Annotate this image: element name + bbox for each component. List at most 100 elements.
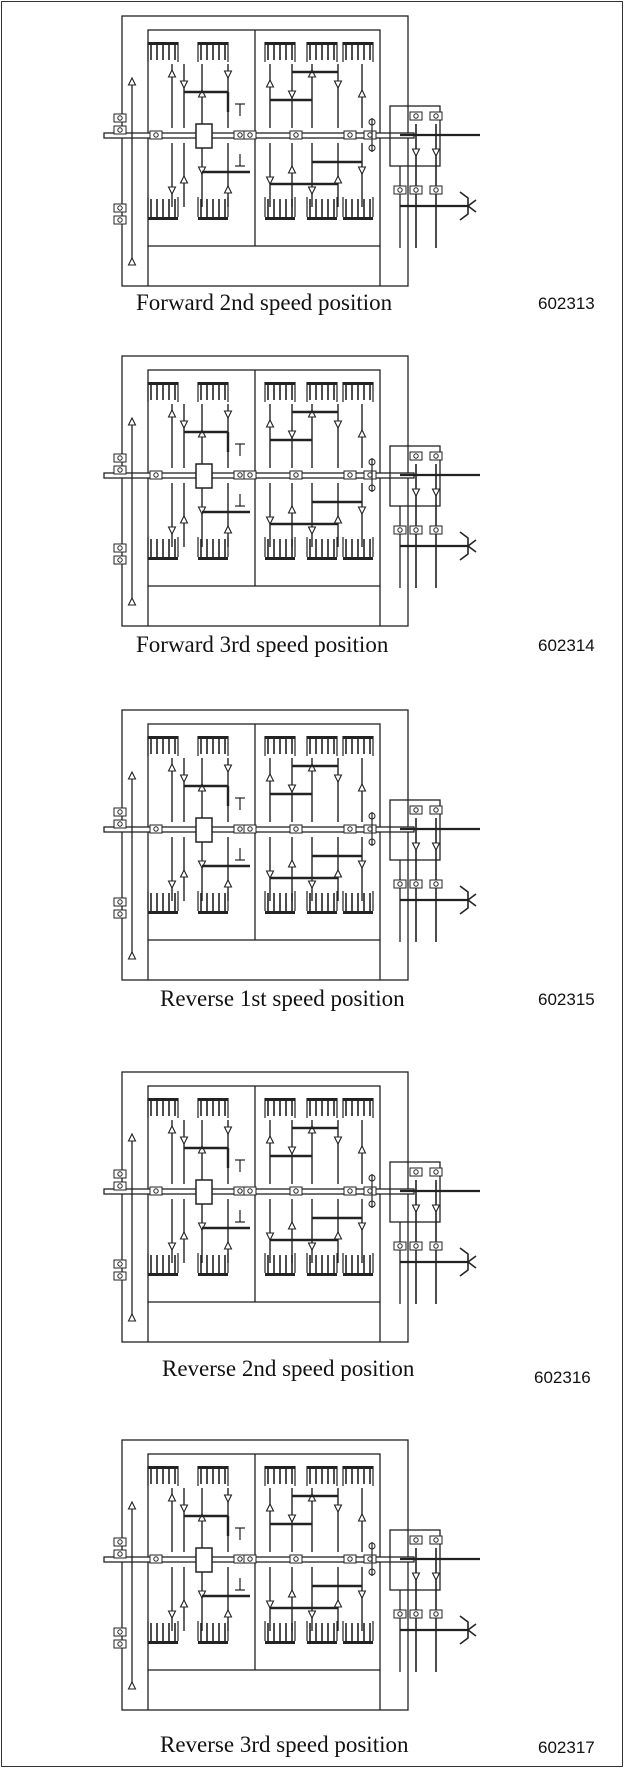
clutch-plate xyxy=(265,1273,295,1276)
bearing-icon xyxy=(429,111,443,121)
bearing-icon xyxy=(113,909,127,919)
gear-marker xyxy=(265,1502,275,1512)
gear-marker xyxy=(265,870,275,880)
clutch-pack xyxy=(147,1466,179,1486)
clutch-pack xyxy=(342,197,374,220)
gear-marker xyxy=(287,1588,297,1598)
bearing-icon xyxy=(243,470,257,480)
gear-marker xyxy=(431,148,441,158)
gear-marker xyxy=(357,88,367,98)
o-ring xyxy=(368,1174,376,1182)
housing-outline xyxy=(121,1071,409,1343)
output-flange-icon xyxy=(459,885,477,915)
gear-marker xyxy=(287,784,297,794)
o-ring xyxy=(368,458,376,466)
bearing-icon xyxy=(293,826,299,832)
panel-caption: Reverse 3rd speed position xyxy=(160,1732,409,1757)
synchronizer xyxy=(195,1547,213,1573)
bearing-icon xyxy=(153,1188,159,1194)
clutch-plate xyxy=(265,911,295,914)
bearing-icon xyxy=(433,113,439,119)
o-ring xyxy=(368,812,376,820)
housing-outline xyxy=(121,1439,409,1711)
clutch-pack xyxy=(342,891,374,914)
gear-marker xyxy=(179,868,189,878)
panel-forward-3rd: Forward 3rd speed position 602314 xyxy=(0,348,627,698)
bearing-icon xyxy=(343,130,357,140)
clutch-plate xyxy=(343,1273,373,1276)
bearing-icon xyxy=(409,525,423,535)
clutch-pack xyxy=(306,537,338,560)
bearing-icon xyxy=(113,819,127,829)
panel-caption: Forward 2nd speed position xyxy=(136,290,393,315)
output-flange-icon xyxy=(459,1615,477,1645)
bearing-icon xyxy=(363,130,377,140)
bearing-icon xyxy=(413,881,419,887)
bearing-icon xyxy=(117,127,123,133)
bearing-icon xyxy=(153,826,159,832)
clutch-plate xyxy=(198,911,228,914)
gear-marker xyxy=(357,1144,367,1154)
bearing-icon xyxy=(433,881,439,887)
gear-marker xyxy=(223,1240,233,1250)
gear-marker xyxy=(197,506,207,516)
bearing-icon xyxy=(347,472,353,478)
bearing-icon xyxy=(413,1537,419,1543)
gear-marker xyxy=(167,526,177,536)
gear-marker xyxy=(223,184,233,194)
clutch-pack xyxy=(147,197,179,220)
bearing-icon xyxy=(393,185,407,195)
clutch-pack xyxy=(197,1466,229,1486)
bearing-icon xyxy=(117,821,123,827)
bearing-icon xyxy=(293,132,299,138)
bearing-icon xyxy=(117,911,123,917)
clutch-plate xyxy=(148,1641,178,1644)
bearing-icon xyxy=(347,1556,353,1562)
gear-marker xyxy=(179,174,189,184)
bearing-icon xyxy=(117,455,123,461)
arrow-marker xyxy=(127,770,137,780)
bearing-icon xyxy=(347,1188,353,1194)
housing-outline xyxy=(121,15,409,287)
gear-marker xyxy=(223,410,233,420)
arrow-marker xyxy=(127,1500,137,1510)
gear-marker xyxy=(357,1222,367,1232)
bearing-icon xyxy=(363,1554,377,1564)
clutch-pack xyxy=(264,537,296,560)
bearing-icon xyxy=(247,1188,253,1194)
transfer-case xyxy=(389,445,441,507)
clutch-pack xyxy=(147,1253,179,1276)
gear-marker xyxy=(333,80,343,90)
bearing-icon xyxy=(113,125,127,135)
gear-marker xyxy=(431,1204,441,1214)
clutch-pack xyxy=(197,1098,229,1118)
bearing-icon xyxy=(433,527,439,533)
clutch-pack xyxy=(342,1253,374,1276)
clutch-pack xyxy=(342,382,374,402)
bearing-icon xyxy=(117,899,123,905)
bearing-icon xyxy=(149,1186,163,1196)
bearing-icon xyxy=(393,1609,407,1619)
gear-marker xyxy=(265,772,275,782)
bearing-icon xyxy=(289,1186,303,1196)
bearing-icon xyxy=(289,130,303,140)
gear-marker xyxy=(265,1134,275,1144)
bearing-icon xyxy=(243,1186,257,1196)
synchronizer xyxy=(195,123,213,149)
clutch-pack xyxy=(197,42,229,62)
clutch-plate xyxy=(265,217,295,220)
clutch-pack xyxy=(147,537,179,560)
figure-number: 602315 xyxy=(538,990,595,1009)
bearing-icon xyxy=(289,1554,303,1564)
gear-marker xyxy=(265,516,275,526)
clutch-plate xyxy=(148,911,178,914)
clutch-plate xyxy=(148,557,178,560)
clutch-plate xyxy=(265,1641,295,1644)
bearing-icon xyxy=(413,527,419,533)
bearing-icon xyxy=(433,187,439,193)
output-flange-icon xyxy=(459,191,477,221)
clutch-pack xyxy=(342,1098,374,1118)
bearing-icon xyxy=(397,1611,403,1617)
gear-marker xyxy=(197,1512,207,1522)
